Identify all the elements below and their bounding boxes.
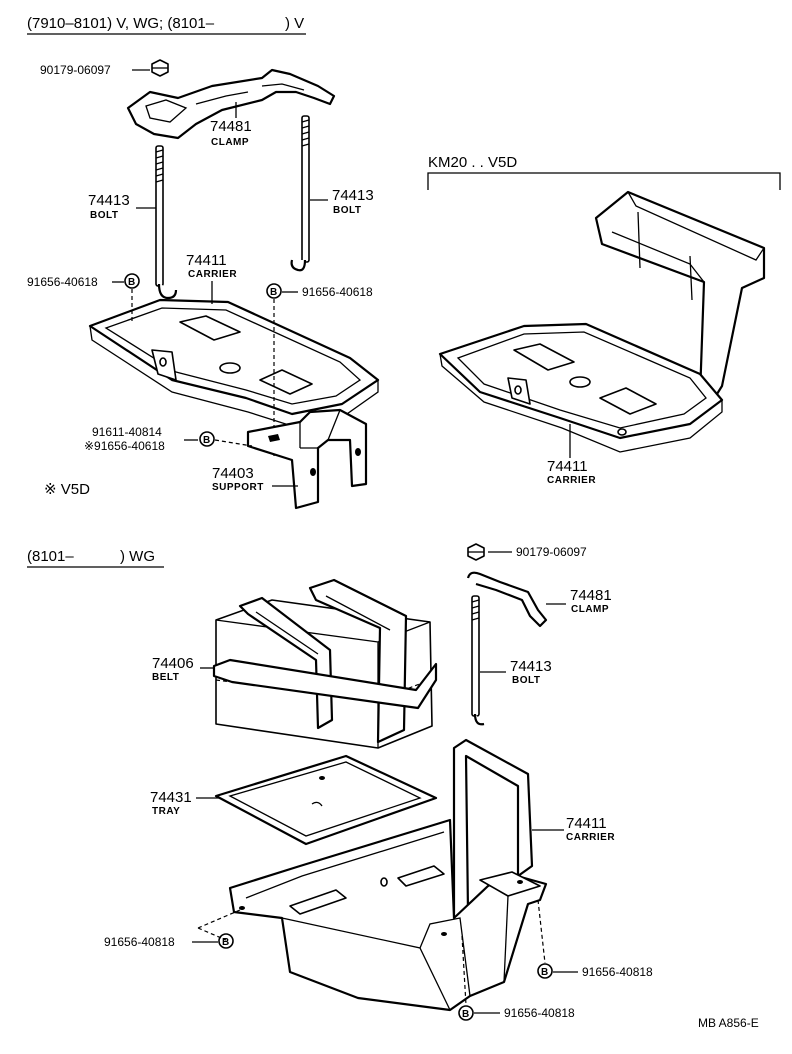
nut-icon	[151, 59, 169, 77]
section-1-header-right: ) V	[285, 15, 304, 32]
battery-belt-icon	[212, 578, 438, 744]
part-name-carrier-km20: CARRIER	[547, 475, 596, 486]
part-name-support: SUPPORT	[212, 482, 264, 493]
dashed-reference-line	[461, 935, 467, 1006]
section-1: (7910–8101) V, WG; (8101– ) V 90179-0609…	[27, 15, 380, 510]
bolt-marker-b-icon: B	[124, 273, 140, 289]
bolt-marker-b-icon: B	[537, 963, 553, 979]
section-1-note: ※ V5D	[44, 481, 90, 498]
nut-icon	[467, 543, 485, 561]
part-name-bolt-right: BOLT	[333, 205, 361, 216]
battery-carrier-icon	[438, 190, 766, 453]
clamp-icon	[466, 571, 548, 628]
part-number-91656-40818-left: 91656-40818	[104, 935, 175, 949]
part-name-belt: BELT	[152, 672, 179, 683]
support-bracket-icon	[246, 408, 368, 510]
part-name-carrier: CARRIER	[188, 269, 237, 280]
part-name-bolt-left: BOLT	[90, 210, 118, 221]
bolt-marker-b-icon: B	[199, 431, 215, 447]
part-name-carrier-wg: CARRIER	[566, 832, 615, 843]
svg-text:B: B	[222, 937, 229, 948]
part-number-91656-40618-alt: ※91656-40618	[84, 439, 165, 453]
diagram-code: MB A856-E	[698, 1016, 759, 1030]
part-name-bolt-wg: BOLT	[512, 675, 540, 686]
section-2-bracket	[427, 172, 781, 190]
battery-tray-icon	[214, 754, 438, 846]
part-number-74403: 74403	[212, 465, 254, 482]
part-number-91656-40818-bottom: 91656-40818	[504, 1006, 575, 1020]
part-number-91656-40618-left: 91656-40618	[27, 275, 98, 289]
part-number-90179-06097-wg: 90179-06097	[516, 545, 587, 559]
part-name-clamp-wg: CLAMP	[571, 604, 609, 615]
part-number-91656-40818-right: 91656-40818	[582, 965, 653, 979]
part-number-74406: 74406	[152, 655, 194, 672]
part-number-74481-wg: 74481	[570, 587, 612, 604]
bolt-icon	[290, 115, 310, 272]
dashed-reference-line	[197, 909, 241, 941]
bolt-marker-b-icon: B	[458, 1005, 474, 1021]
section-1-header-left: (7910–8101) V, WG; (8101–	[27, 15, 215, 32]
bolt-icon	[155, 145, 178, 300]
part-number-74413-wg: 74413	[510, 658, 552, 675]
bolt-icon	[471, 595, 485, 726]
part-number-74413-right: 74413	[332, 187, 374, 204]
section-2-header: KM20 . . V5D	[428, 154, 517, 171]
svg-text:B: B	[270, 287, 277, 298]
part-name-tray: TRAY	[152, 806, 180, 817]
section-3-header-right: ) WG	[120, 548, 155, 565]
part-name-clamp: CLAMP	[211, 137, 249, 148]
part-number-74411-km20: 74411	[547, 458, 588, 475]
part-number-74411: 74411	[186, 252, 227, 269]
dashed-reference-line	[214, 439, 253, 447]
part-number-91656-40618-right: 91656-40618	[302, 285, 373, 299]
svg-text:B: B	[203, 435, 210, 446]
clamp-icon	[126, 68, 336, 140]
dashed-reference-line	[537, 899, 546, 964]
part-number-74411-wg: 74411	[566, 815, 607, 832]
svg-text:B: B	[541, 967, 548, 978]
part-number-74431: 74431	[150, 789, 192, 806]
part-number-91611-40814: 91611-40814	[92, 425, 162, 439]
section-2: KM20 . . V5D 74411 CARRIER	[427, 154, 781, 486]
section-3: (8101– ) WG 90179-06097 74481 CLAMP 7441…	[27, 543, 653, 1021]
battery-carrier-icon	[88, 298, 380, 427]
svg-text:B: B	[128, 277, 135, 288]
part-number-74413-left: 74413	[88, 192, 130, 209]
svg-text:B: B	[462, 1009, 469, 1020]
part-number-74481: 74481	[210, 118, 252, 135]
section-3-header-left: (8101–	[27, 548, 74, 565]
part-number-90179-06097: 90179-06097	[40, 63, 111, 77]
bolt-marker-b-icon: B	[218, 933, 234, 949]
battery-carrier-icon	[228, 738, 548, 1012]
bolt-marker-b-icon: B	[266, 283, 282, 299]
